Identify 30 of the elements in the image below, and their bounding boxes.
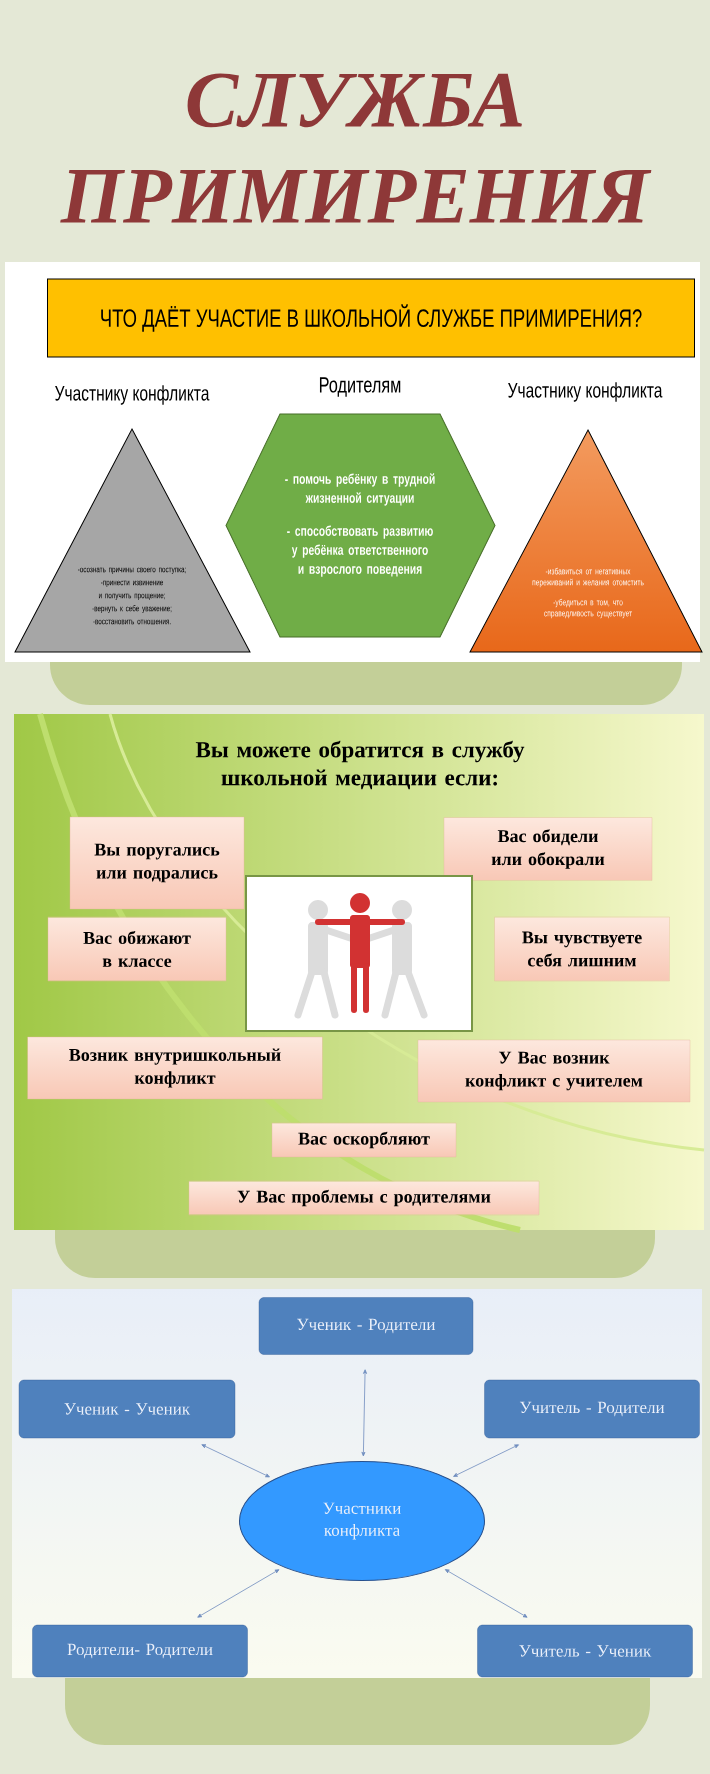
- title: СЛУЖБА ПРИМИРЕНИЯ: [60, 73, 652, 223]
- text-box: Учитель - Родители: [484, 1379, 700, 1439]
- node-label: -вернуть к себе уважение;: [92, 605, 172, 614]
- arrow: [197, 1569, 280, 1618]
- triangle-heading: Участнику конфликта: [55, 385, 210, 405]
- panel-heading: Вы можете обратится в службу школьной медиации если:: [195, 740, 525, 790]
- node-label: -осознать причины своего поступка;: [78, 567, 186, 575]
- node-label: -принести извинение и получить прощение;: [98, 580, 165, 601]
- text-box: Возник внутришкольный конфликт: [27, 1036, 323, 1100]
- text-box: Вы чувствуете себя лишним: [494, 916, 670, 982]
- hexagon: - помочь ребёнку в трудной жизненной ситуации - способствовать развитию у ребёнка ответственного и взрослого поведения: [225, 413, 496, 638]
- arrow: [201, 1444, 270, 1478]
- text-box: Ученик - Ученик: [18, 1379, 236, 1439]
- node-label: -восстановить отношения.: [93, 619, 171, 625]
- text-box: Учитель - Ученик: [477, 1624, 693, 1678]
- text-box: Ученик - Родители: [258, 1297, 474, 1355]
- text-box: У Вас возник конфликт с учителем: [417, 1039, 691, 1103]
- hexagon-heading: Родителям: [319, 377, 401, 397]
- triangle-heading: Участнику конфликта: [508, 382, 663, 402]
- arrow: [361, 1369, 367, 1457]
- arrow: [453, 1444, 519, 1477]
- text-box: Вас оскорбляют: [271, 1122, 457, 1158]
- text-box: Вас обижают в классе: [47, 916, 227, 982]
- heading-bar: ЧТО ДАЁТ УЧАСТИЕ В ШКОЛЬНОЙ СЛУЖБЕ ПРИМИРЕНИЯ?: [47, 278, 695, 358]
- triangle: -осознать причины своего поступка; -принести извинение и получить прощение; -вернуть к себе уважение; -восстановить отношения.: [14, 428, 251, 653]
- text-box: Вас обидели или обокрали: [443, 817, 653, 881]
- text-box: Родители- Родители: [32, 1624, 248, 1678]
- text-box: У Вас проблемы с родителями: [188, 1180, 540, 1216]
- text-box: Вы поругались или подрались: [69, 816, 245, 910]
- arrow: [444, 1569, 528, 1618]
